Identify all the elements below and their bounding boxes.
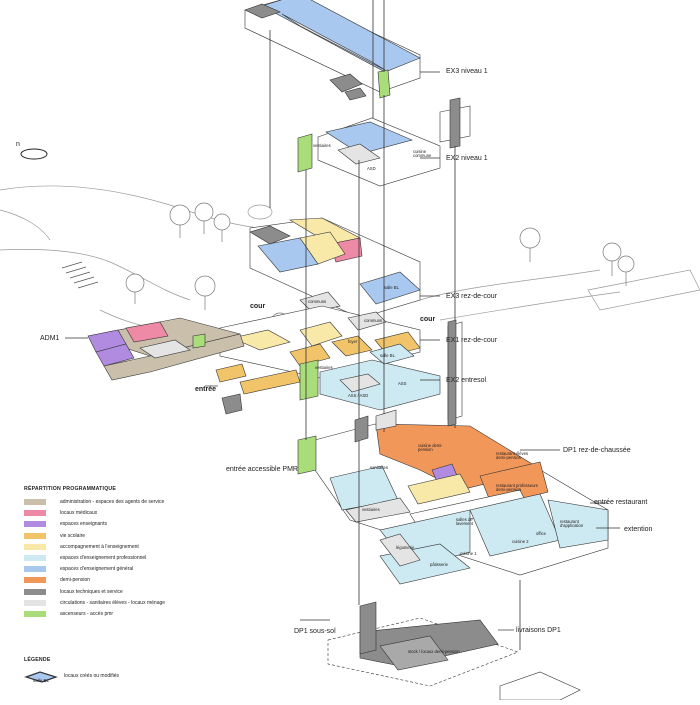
room-vestiaires-top: vestiaires xyxy=(313,143,331,148)
legend-swatch xyxy=(24,510,46,517)
level-label-ex1-rez: EX1 rez-de-cour xyxy=(446,337,497,344)
legend-item: espaces d'enseignement professionnel xyxy=(24,554,224,565)
annotation-cour-1: cour xyxy=(250,303,266,310)
room-patisserie: pâtisserie xyxy=(430,562,448,567)
site-hatching xyxy=(61,261,99,289)
level-label-ex2-niveau1: EX2 niveau 1 xyxy=(446,155,488,162)
annotation-adm1: ADM1 xyxy=(40,335,60,342)
room-salle-bl-1: salle BL xyxy=(384,285,399,290)
room-ass: ASS xyxy=(398,381,407,386)
legend-item-label: espaces enseignants xyxy=(60,521,107,528)
level-label-ex2-entresol: EX2 entresol xyxy=(446,377,487,384)
north-symbol xyxy=(20,148,48,160)
room-stock-sous-sol: stock / locaux demi-pension xyxy=(408,649,460,654)
legend-item: ascenseurs - accès pmr xyxy=(24,610,224,621)
annotation-extention: extention xyxy=(624,526,653,533)
level-label-ex3-niveau1: EX3 niveau 1 xyxy=(446,68,488,75)
room-asd-top: ASD xyxy=(367,166,376,171)
legende-sample-room: salle BL xyxy=(33,678,50,683)
annotation-entree-pmr: entrée accessible PMR xyxy=(226,466,298,473)
entrance-wing xyxy=(215,363,301,415)
room-vestiaires-dp: vestiaires xyxy=(362,507,380,512)
legend-swatch xyxy=(24,499,46,505)
room-ass-asd: ASS / ASD xyxy=(348,393,369,398)
room-cuisine2: cuisine 2 xyxy=(512,539,529,544)
legend-item: locaux techniques et service xyxy=(24,588,224,599)
legend-swatch xyxy=(24,566,46,573)
legend-item-label: ascenseurs - accès pmr xyxy=(60,610,114,617)
legend-swatch xyxy=(24,543,46,550)
floor-ex2-entresol xyxy=(299,343,441,411)
legende-title: LÉGENDE xyxy=(24,657,51,663)
room-cuisine-dp: cuisine demi-pension xyxy=(418,443,443,453)
legend-swatch xyxy=(24,588,46,595)
vertical-shafts xyxy=(269,0,521,650)
level-label-ex3-rez: EX3 rez-de-cour xyxy=(446,293,497,300)
legend-item-label: locaux techniques et service xyxy=(60,588,123,595)
legend-swatch xyxy=(24,521,46,528)
legend-item: vie scolaire xyxy=(24,532,224,543)
legend-repartition: RÉPARTITION PROGRAMMATIQUE administratio… xyxy=(24,486,224,621)
floor-ex2-niveau1 xyxy=(297,97,471,187)
room-restaurant-profs: restaurant professeurs demi-pension xyxy=(496,483,538,493)
floor-dp1-rez xyxy=(297,423,609,585)
leader-lines xyxy=(65,71,620,631)
vertical-elevators xyxy=(354,319,463,443)
building-adm1 xyxy=(87,317,245,381)
legend-item-label: demi-pension xyxy=(60,577,91,584)
legende-item: salle BL locaux créés ou modifiés xyxy=(24,667,164,687)
legend-item-label: espaces d'enseignement général xyxy=(60,566,134,573)
legend-item: espaces d'enseignement général xyxy=(24,565,224,576)
legend-item: demi-pension xyxy=(24,576,224,587)
annotation-entree: entrée xyxy=(195,386,217,393)
legende-item-label: locaux créés ou modifiés xyxy=(64,673,120,679)
floor-ex3-niveau1 xyxy=(244,0,421,101)
legend-item-label: circulations - sanitaires élèves - locau… xyxy=(60,599,166,606)
room-salles-lavement: salles de lavement xyxy=(456,517,473,527)
legend-item-label: accompagnement à l'enseignement xyxy=(60,543,139,550)
legend-swatch xyxy=(24,599,46,606)
room-vestiaires-mid: vestiaires xyxy=(315,365,333,370)
north-label: n xyxy=(16,141,20,148)
room-restaurant-application: restaurant d'application xyxy=(560,519,584,529)
annotation-cour-2: cour xyxy=(420,316,436,323)
legend-item-label: vie scolaire xyxy=(60,532,86,539)
room-cuisine-commune: cuisine commune xyxy=(413,149,432,159)
annotation-entree-restaurant: entrée restaurant xyxy=(594,499,648,506)
floor-dp1-sous-sol xyxy=(327,601,581,701)
room-communs: communs xyxy=(308,299,327,304)
room-foyer: foyer xyxy=(348,339,358,344)
legend-item: locaux médicaux xyxy=(24,509,224,520)
legend-item: administration - espaces des agents de s… xyxy=(24,498,224,509)
legend-swatch xyxy=(24,532,46,539)
level-label-dp1-sous-sol: DP1 sous-sol xyxy=(294,628,336,635)
annotation-livraisons: livraisons DP1 xyxy=(516,627,561,634)
legend-swatch xyxy=(24,610,46,617)
room-cuisine1: cuisine 1 xyxy=(460,551,477,556)
legend-item: accompagnement à l'enseignement xyxy=(24,543,224,554)
legend-title: RÉPARTITION PROGRAMMATIQUE xyxy=(24,486,117,492)
room-office: office xyxy=(536,531,546,536)
room-salle-bl-2: salle BL xyxy=(380,353,395,358)
legend-item: circulations - sanitaires élèves - locau… xyxy=(24,599,224,610)
legende-swatch xyxy=(24,671,58,683)
room-communs-2: communs xyxy=(364,318,383,323)
floor-ex3-rez xyxy=(249,217,421,319)
legend-legende: LÉGENDE salle BL locaux créés ou modifié… xyxy=(24,657,164,683)
legend-item-label: locaux médicaux xyxy=(60,510,98,517)
room-legumerie: légumerie xyxy=(396,545,415,550)
legend-swatch xyxy=(24,554,46,561)
legend-item: espaces enseignants xyxy=(24,520,224,531)
level-label-dp1-rez: DP1 rez-de-chaussée xyxy=(563,447,631,454)
room-restaurant-eleves: restaurant élèves demi-pension xyxy=(496,451,529,461)
legend-item-label: administration - espaces des agents de s… xyxy=(60,499,165,505)
legend-item-label: espaces d'enseignement professionnel xyxy=(60,554,147,561)
room-sanitaires: sanitaires xyxy=(370,465,388,470)
legend-swatch xyxy=(24,577,46,584)
